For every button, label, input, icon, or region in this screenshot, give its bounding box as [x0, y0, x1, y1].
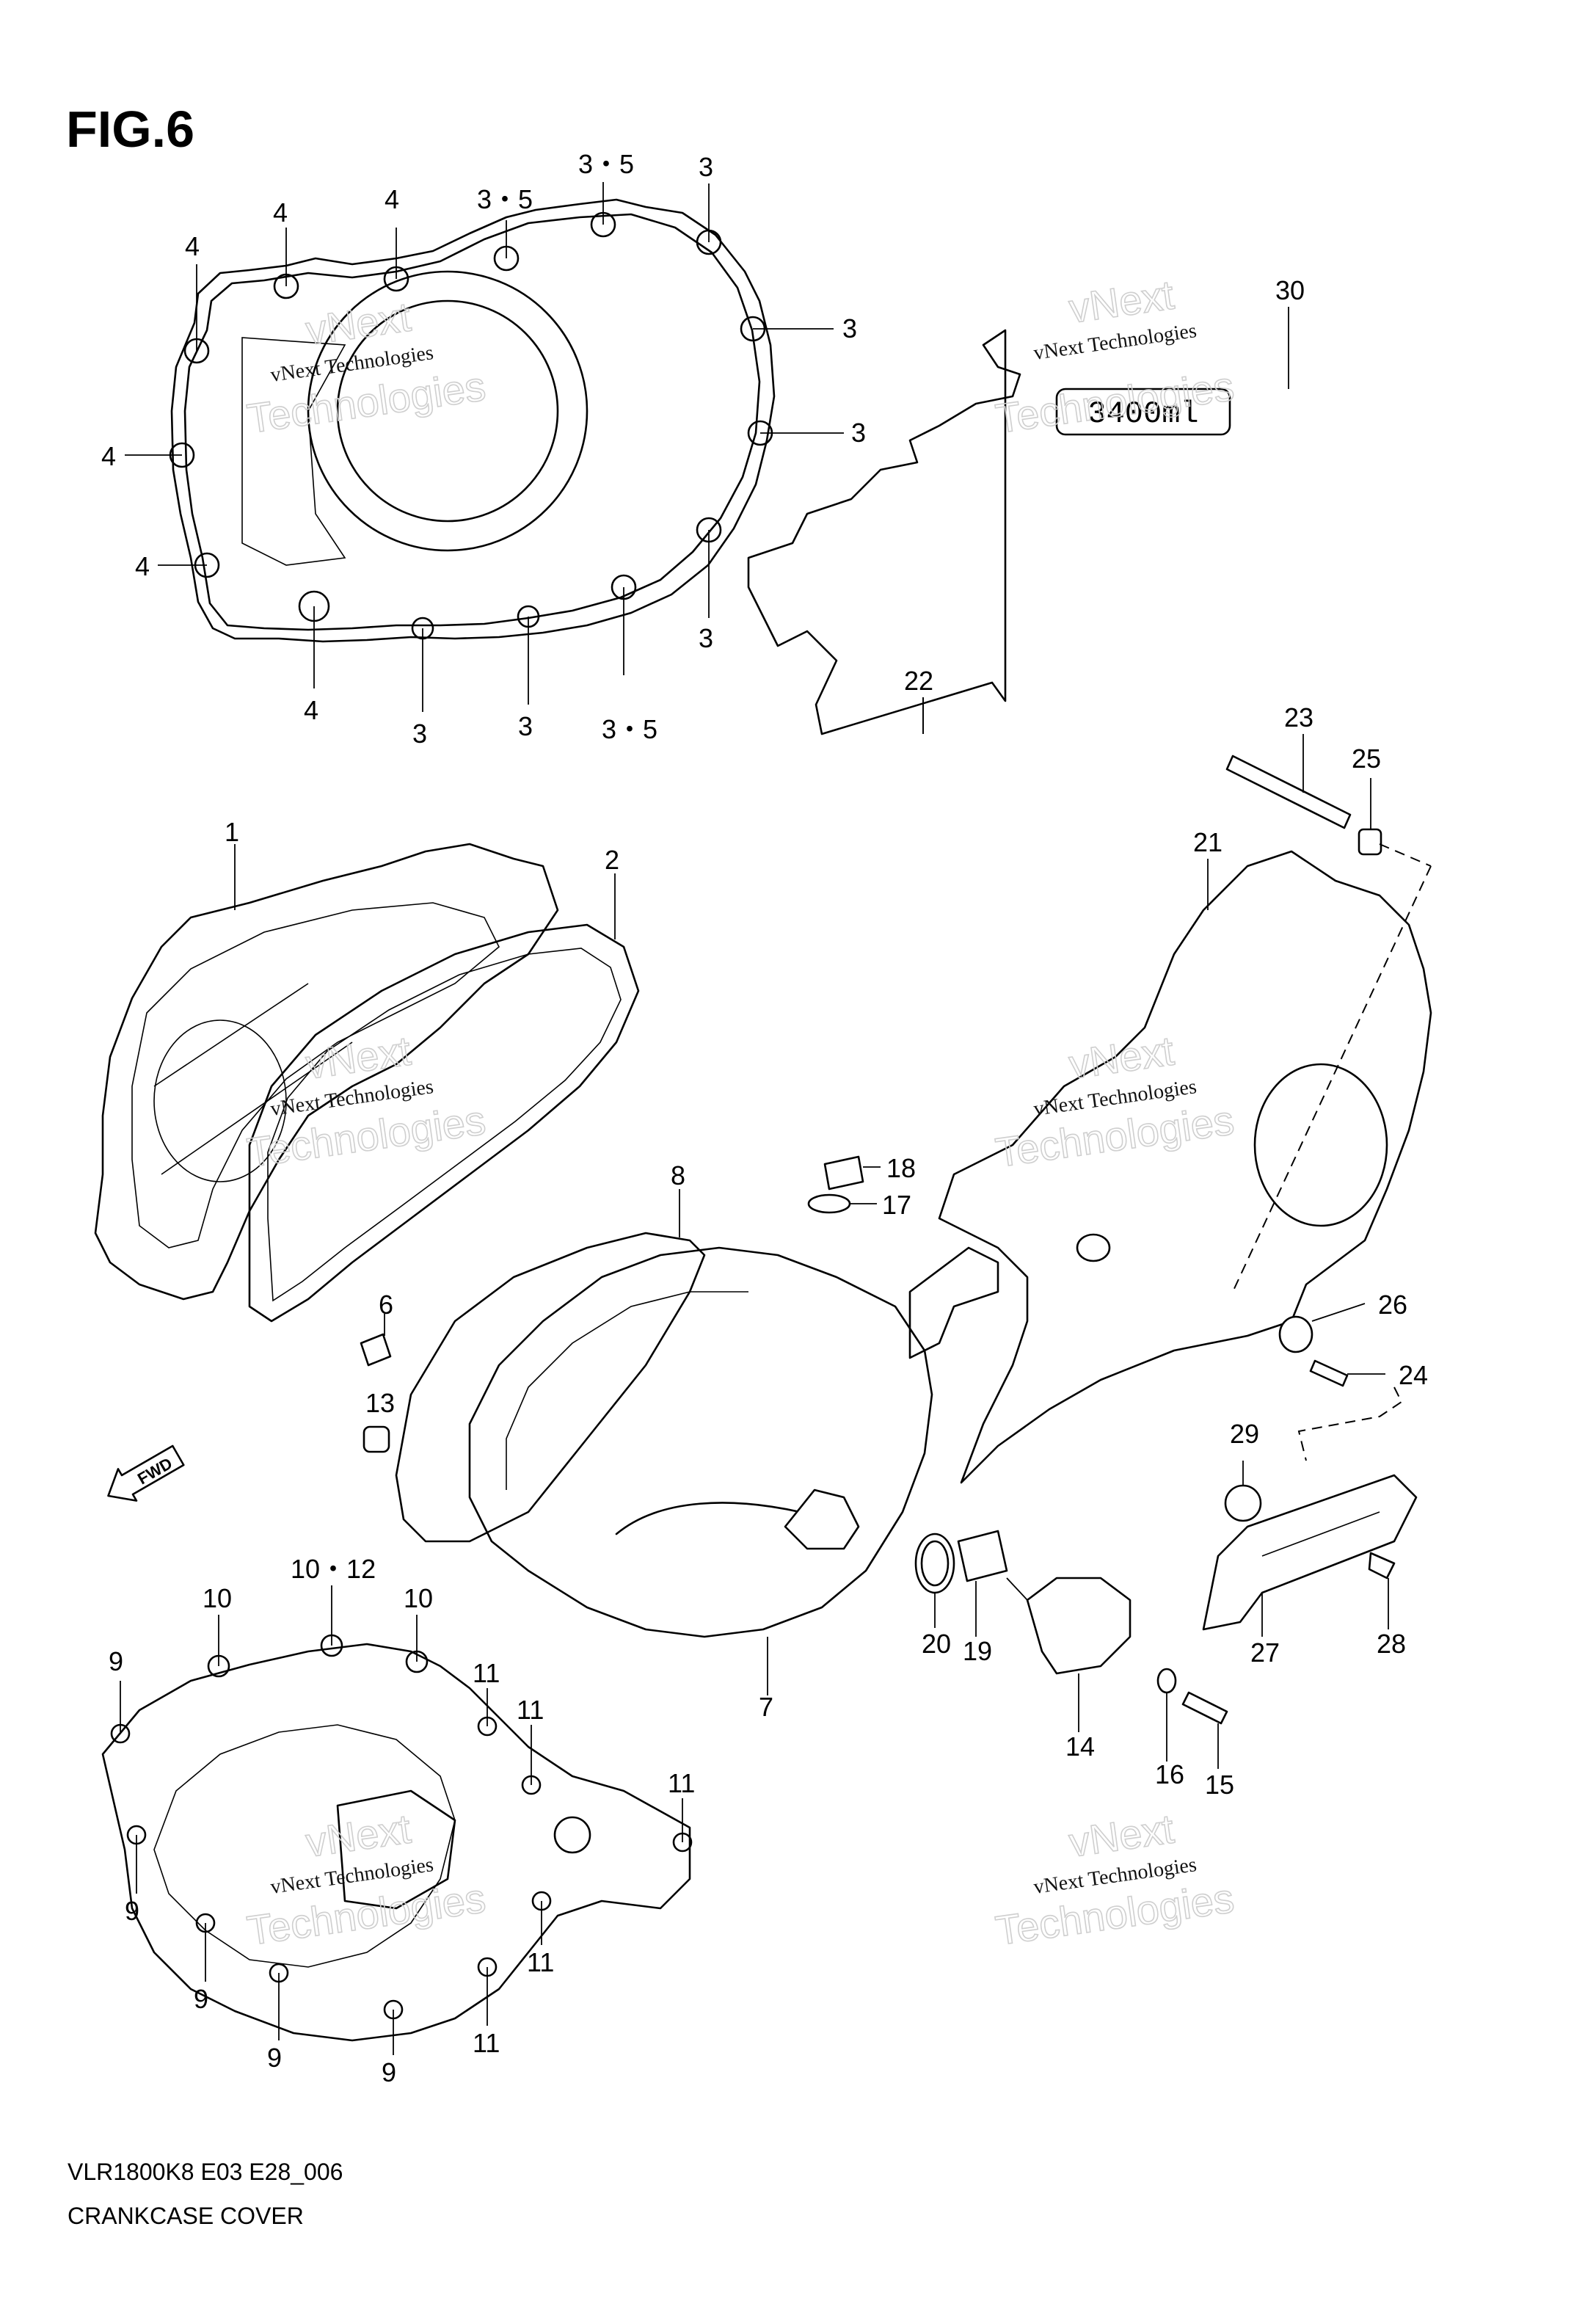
figure-title: FIG.6	[66, 101, 194, 158]
callout-3-5: 3・5	[578, 149, 634, 179]
callout-11: 11	[668, 1768, 695, 1798]
callout-4: 4	[273, 197, 288, 228]
callout-28: 28	[1377, 1629, 1406, 1659]
bolt-24	[1309, 1359, 1385, 1387]
outer-crankcase-cover	[125, 182, 844, 712]
callout-3: 3	[412, 719, 427, 749]
plug-cover-14	[1026, 1577, 1132, 1732]
callout-3: 3	[699, 152, 713, 182]
washer-17	[807, 1193, 877, 1214]
callout-3: 3	[851, 418, 866, 448]
watermark-group: vNext Technologies vNext Technologies vN…	[244, 271, 1237, 1955]
callout-7: 7	[759, 1692, 773, 1722]
gasket-2	[248, 873, 640, 1323]
callout-29: 29	[1230, 1419, 1259, 1449]
dowel-pin-13	[362, 1425, 390, 1453]
callout-4: 4	[101, 441, 116, 471]
bush-26	[1278, 1303, 1366, 1353]
watermark-text: vNext	[1066, 272, 1177, 332]
callout-13: 13	[365, 1388, 395, 1418]
callout-3: 3	[518, 711, 533, 741]
stud-bolt-23	[1225, 734, 1352, 829]
callout-30: 30	[1275, 275, 1305, 305]
lower-cover-assembly	[101, 1585, 693, 2055]
callout-14: 14	[1065, 1731, 1095, 1762]
cap-nut-25	[1358, 778, 1382, 856]
callout-26: 26	[1378, 1290, 1407, 1320]
dowel-pin-6	[360, 1314, 392, 1367]
callout-4: 4	[304, 695, 318, 725]
callout-17: 17	[882, 1190, 911, 1220]
oil-capacity-text: 3400ml	[1087, 396, 1198, 432]
filler-cap-19	[957, 1530, 1008, 1637]
callout-3-5: 3・5	[602, 714, 657, 744]
o-ring-20	[914, 1533, 955, 1628]
engine-side-cover-21	[938, 850, 1432, 1484]
callout-15: 15	[1205, 1770, 1234, 1800]
callout-10-12: 10・12	[291, 1554, 376, 1584]
callout-22: 22	[904, 666, 933, 696]
forward-direction-arrow: FWD	[107, 1444, 185, 1502]
callout-25: 25	[1352, 744, 1381, 774]
model-code: VLR1800K8 E03 E28_006	[68, 2159, 343, 2185]
callout-18: 18	[886, 1153, 916, 1183]
callout-3: 3	[842, 313, 857, 343]
callout-9: 9	[267, 2043, 282, 2073]
callout-23: 23	[1284, 702, 1313, 733]
watermark-text: vNext	[303, 1806, 414, 1866]
callout-9: 9	[109, 1646, 123, 1676]
watermark-text: vNext	[1066, 1028, 1177, 1088]
callout-9: 9	[125, 1896, 139, 1926]
gasket-8	[395, 1189, 706, 1543]
callout-10: 10	[203, 1583, 232, 1613]
callout-27: 27	[1250, 1637, 1280, 1668]
screw-15	[1181, 1691, 1228, 1769]
clutch-cover-7	[468, 1246, 933, 1695]
callout-20: 20	[922, 1629, 951, 1659]
callout-10: 10	[404, 1583, 433, 1613]
callout-11: 11	[517, 1695, 544, 1725]
callout-11: 11	[473, 1658, 500, 1688]
cushion-29	[1224, 1461, 1262, 1522]
washer-16	[1156, 1668, 1177, 1762]
callout-24: 24	[1399, 1360, 1428, 1390]
screw-28	[1368, 1552, 1396, 1629]
callout-21: 21	[1193, 827, 1222, 857]
watermark-text: vNext	[303, 1028, 414, 1088]
callout-9: 9	[194, 1984, 208, 2014]
callout-11: 11	[527, 1947, 554, 1977]
callout-8: 8	[671, 1160, 685, 1190]
callout-4: 4	[135, 551, 150, 581]
side-plate-27	[1202, 1474, 1418, 1637]
callout-19: 19	[963, 1636, 992, 1666]
callout-2: 2	[605, 845, 619, 875]
callout-9: 9	[382, 2057, 396, 2087]
gasket-sheet-22	[747, 329, 1021, 735]
callout-3: 3	[699, 623, 713, 653]
oil-capacity-badge	[1055, 388, 1231, 436]
callout-1: 1	[225, 817, 239, 847]
callout-6: 6	[379, 1290, 393, 1320]
callout-4: 4	[185, 231, 200, 261]
cover-bracket-arm	[908, 1246, 999, 1359]
watermark-text: vNext	[303, 294, 414, 354]
watermark-text: vNext	[1066, 1806, 1177, 1866]
plug-18	[823, 1155, 881, 1190]
callout-16: 16	[1155, 1759, 1184, 1789]
callout-11: 11	[473, 2028, 500, 2058]
callout-3-5: 3・5	[477, 184, 533, 214]
diagram-caption: CRANKCASE COVER	[68, 2203, 304, 2229]
callout-4: 4	[385, 184, 399, 214]
watermark-text: vNext Technologies	[1032, 319, 1198, 365]
